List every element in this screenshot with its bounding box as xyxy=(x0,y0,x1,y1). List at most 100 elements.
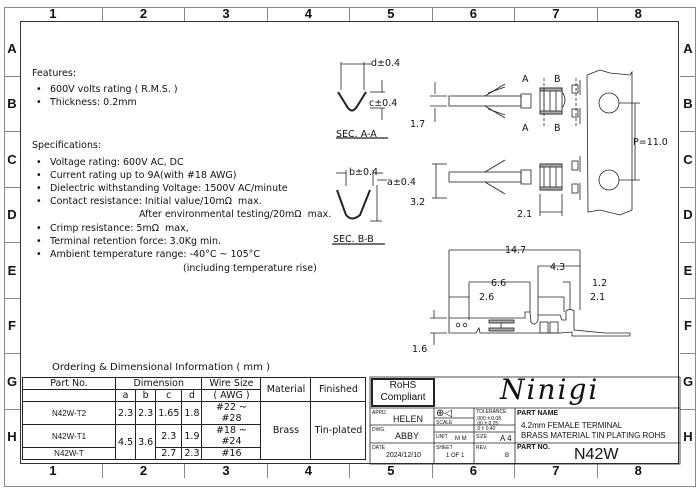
cell-d: 1.9 xyxy=(181,424,203,448)
zone-row: F xyxy=(680,299,696,354)
zone-row: H xyxy=(683,429,693,445)
row-zones-right: A B C D E F G H xyxy=(680,21,696,464)
spec-item: Contact resistance: Initial value/10mΩ m… xyxy=(32,195,262,208)
zone-row: G xyxy=(4,354,20,410)
zone-col: 6 xyxy=(433,7,516,21)
tolerance-line: .000 ± 0.08 xyxy=(476,416,501,422)
zone-col: 8 xyxy=(634,463,642,478)
drawn-label: DWG. xyxy=(372,427,386,433)
part-name-line2: BRASS MATERIAL TIN PLATING ROHS xyxy=(521,431,666,440)
header-c: c xyxy=(155,389,183,402)
part-number: N42W-T1 xyxy=(22,424,116,448)
feature-item: Thickness: 0.2mm xyxy=(32,96,137,109)
spec-item-continued: After environmental testing/20mΩ max. xyxy=(139,209,332,220)
spec-item: Current rating up to 9A(with #18 AWG) xyxy=(32,169,236,182)
brand-logo: Ninigi xyxy=(500,373,600,406)
zone-col: 2 xyxy=(103,464,186,478)
cell-wire: #16 xyxy=(201,447,262,460)
zone-row: B xyxy=(4,77,20,132)
size-label: SIZE xyxy=(476,434,488,440)
dim-2-1-side: 2.1 xyxy=(590,292,606,303)
rev-label: REV. xyxy=(476,445,488,451)
tolerance-line: .00 ± 0.25 xyxy=(476,421,499,427)
rev-value: B xyxy=(505,453,510,459)
cell-d: 1.8 xyxy=(181,401,203,425)
zone-row: G xyxy=(680,354,696,410)
cell-c: 2.3 xyxy=(155,424,183,448)
rohs-badge: RoHS Compliant xyxy=(380,380,426,403)
projection-symbol-icon: ⊕◁ xyxy=(436,408,453,419)
section-aa-drawing xyxy=(336,62,388,139)
header-blank xyxy=(22,389,116,402)
zone-row: D xyxy=(4,188,20,243)
column-zones-top: 1 2 3 4 5 6 7 8 xyxy=(20,7,679,21)
zone-row: A xyxy=(4,21,20,77)
tolerance-line: .0 ± 0.40 xyxy=(476,426,496,432)
zone-col: 3 xyxy=(185,7,268,21)
zone-row: E xyxy=(4,243,20,299)
cell-c: 1.65 xyxy=(155,401,183,425)
zone-col: 6 xyxy=(433,464,516,478)
header-a: a xyxy=(114,389,137,402)
dim-b-label: b±0.4 xyxy=(349,167,379,178)
pitch-label: P=11.0 xyxy=(633,137,668,148)
cell-c: 2.7 xyxy=(155,447,183,460)
dim-a-label: a±0.4 xyxy=(387,177,416,188)
zone-col: 1 xyxy=(4,464,103,478)
ordering-title: Ordering & Dimensional Information ( mm … xyxy=(52,362,270,373)
dim-2-6: 2.6 xyxy=(479,292,495,303)
section-bb-drawing xyxy=(332,170,387,245)
header-wire-size: Wire Size xyxy=(201,377,262,390)
zone-row: C xyxy=(680,132,696,188)
header-material: Material xyxy=(260,377,312,402)
feature-item: 600V volts rating ( R.M.S. ) xyxy=(32,83,178,96)
header-awg: ( AWG ) xyxy=(201,389,262,402)
section-marker-a: A xyxy=(522,74,529,85)
cell-finished: Tin-plated xyxy=(310,401,367,460)
table-row: N42W-T2 2.3 2.3 1.65 1.8 #22 ~ #28 Brass… xyxy=(22,401,367,460)
approver-name: HELEN xyxy=(393,414,424,424)
zone-row: B xyxy=(680,77,696,132)
header-b: b xyxy=(135,389,157,402)
side-view-drawing xyxy=(430,249,631,345)
zone-col: 4 xyxy=(268,7,351,21)
zone-row: E xyxy=(680,243,696,299)
cell-wire: #18 ~ #24 xyxy=(201,424,262,448)
size-value: A 4 xyxy=(500,434,512,443)
part-name-label: PART NAME xyxy=(517,410,559,417)
spec-item: Crimp resistance: 5mΩ max, xyxy=(32,222,189,235)
specifications-heading: Specifications: xyxy=(32,140,102,151)
cell-b: 3.6 xyxy=(135,424,157,460)
spec-item: Dielectric withstanding Voltage: 1500V A… xyxy=(32,182,288,195)
part-name-line1: 4.2mm FEMALE TERMINAL xyxy=(521,421,623,430)
zone-col: 8 xyxy=(634,6,642,21)
drawing-date: 2024/12/10 xyxy=(386,452,422,459)
header-part-no: Part No. xyxy=(22,377,116,390)
tolerance-label: TOLERANCE xyxy=(476,409,507,415)
section-marker-a: A xyxy=(522,123,529,134)
top-view-drawing xyxy=(430,69,640,216)
spec-item: Terminal retention force: 3.0Kg min. xyxy=(32,235,221,248)
zone-row: C xyxy=(4,132,20,188)
dim-4-3: 4.3 xyxy=(550,262,566,273)
header-finished: Finished xyxy=(310,377,367,402)
column-zones-bottom: 1 2 3 4 5 6 7 8 xyxy=(20,464,679,478)
section-marker-b: B xyxy=(554,74,561,85)
unit-value: M M xyxy=(455,436,467,442)
ordering-table: Part No. Dimension Wire Size Material Fi… xyxy=(22,377,367,460)
title-block-lines xyxy=(369,376,681,465)
part-number-value: N42W xyxy=(574,446,619,463)
zone-col: 3 xyxy=(185,464,268,478)
unit-label: UNIT xyxy=(436,434,448,440)
sheet-value: 1 OF 1 xyxy=(446,453,465,459)
spec-item: Voltage rating: 600V AC, DC xyxy=(32,156,184,169)
scale-label: SCALE xyxy=(436,420,453,426)
drawing-border xyxy=(20,21,679,464)
section-aa-label: SEC. A-A xyxy=(336,129,377,140)
cell-b: 2.3 xyxy=(135,401,157,425)
spec-item-continued: (including temperature rise) xyxy=(183,263,317,274)
dim-c-label: c±0.4 xyxy=(369,98,398,109)
zone-row: D xyxy=(680,188,696,243)
sheet-label: SHEET xyxy=(436,445,453,451)
row-zones-left: A B C D E F G H xyxy=(4,21,20,464)
